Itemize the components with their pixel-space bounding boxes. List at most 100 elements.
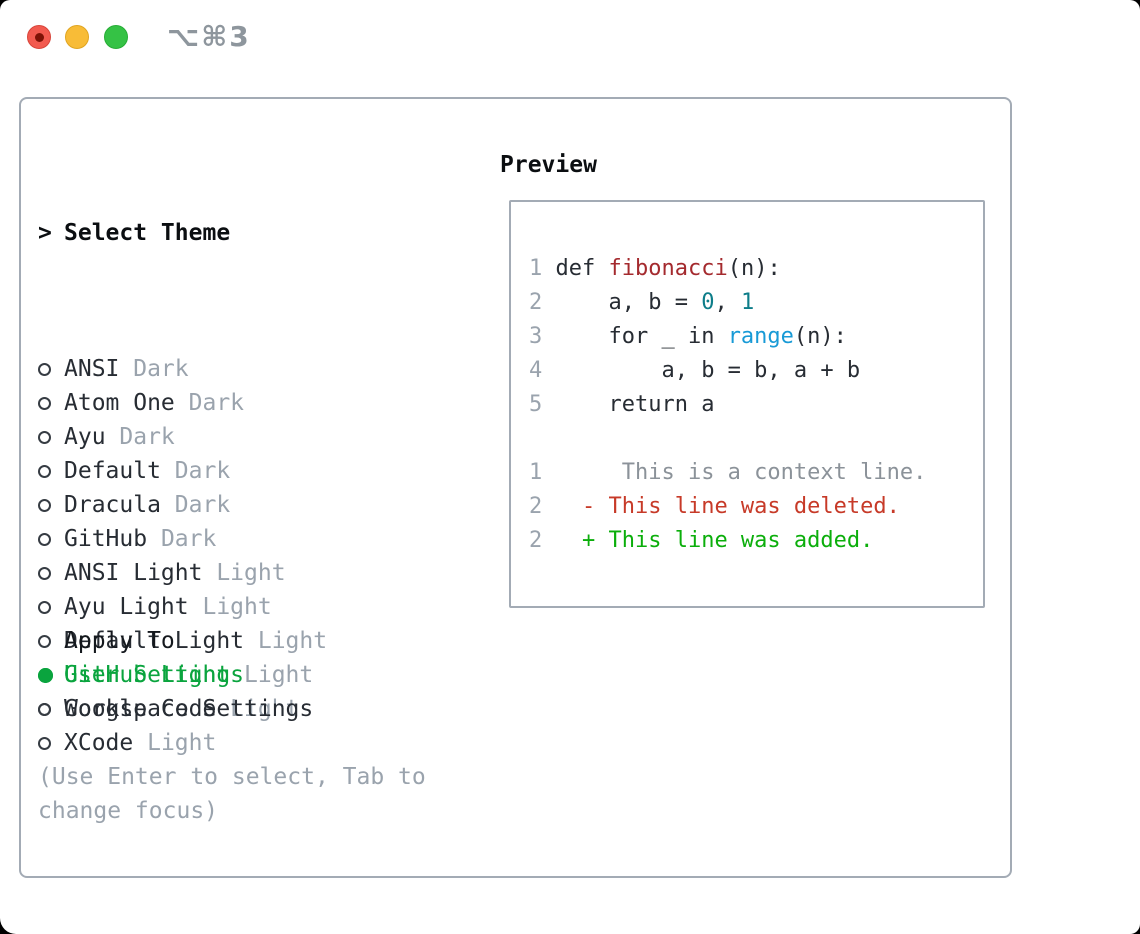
code-token-code: for _ in <box>555 324 728 349</box>
code-token-num: 0 <box>701 290 715 315</box>
radio-unselected-icon <box>38 634 51 648</box>
theme-option[interactable]: Ayu Light Light <box>38 590 327 624</box>
radio-unselected-icon <box>38 498 51 512</box>
code-token-code: return a <box>555 392 715 417</box>
radio-unselected-icon <box>38 566 51 580</box>
minimize-button[interactable] <box>65 25 89 49</box>
theme-option[interactable]: GitHub Dark <box>38 522 327 556</box>
close-button[interactable] <box>27 25 51 49</box>
theme-variant-badge: Dark <box>160 526 217 552</box>
help-text-line: change focus) <box>38 798 219 824</box>
code-token-code: def <box>555 256 609 281</box>
apply-to-option-label: User Settings <box>64 662 245 688</box>
code-token-added: + This line was added. <box>555 528 874 553</box>
code-token-builtin: range <box>727 324 794 349</box>
theme-option-label: GitHub Light <box>64 662 231 688</box>
preview-line: 1 This is a context line. <box>529 456 926 490</box>
theme-option[interactable]: Atom One Dark <box>38 386 327 420</box>
code-token-code: , <box>714 290 741 315</box>
theme-list-heading: Select Theme <box>64 220 231 246</box>
theme-option-label: XCode <box>64 730 134 756</box>
apply-to-option[interactable]: Workspace Settings <box>38 692 313 726</box>
apply-to-heading: Apply To <box>64 628 175 654</box>
theme-option[interactable]: Default Dark <box>38 454 327 488</box>
theme-variant-badge: Light <box>230 696 300 722</box>
theme-option-label: Google Code <box>64 696 217 722</box>
theme-option-label: Dracula <box>64 492 161 518</box>
preview-line: 4 a, b = b, a + b <box>529 354 926 388</box>
code-token-code: (n): <box>727 256 781 281</box>
code-token-code: a, b = <box>555 290 702 315</box>
theme-variant-badge: Dark <box>188 390 245 416</box>
line-number: 2 <box>529 494 543 519</box>
line-number: 1 <box>529 460 543 485</box>
radio-selected-icon <box>38 667 53 683</box>
theme-option-label: ANSI <box>64 356 120 382</box>
apply-to-heading-row: Apply To <box>38 624 313 658</box>
theme-variant-badge: Light <box>244 662 314 688</box>
cursor-icon: > <box>38 220 52 246</box>
radio-unselected-icon <box>38 430 51 444</box>
theme-option-label: GitHub <box>64 526 148 552</box>
preview-heading: Preview <box>500 152 597 178</box>
preview-line: 2 a, b = 0, 1 <box>529 286 926 320</box>
theme-option-label: Default <box>64 458 161 484</box>
zoom-button[interactable] <box>104 25 128 49</box>
theme-option[interactable]: ANSI Dark <box>38 352 327 386</box>
theme-variant-badge: Dark <box>133 356 189 382</box>
theme-option[interactable]: Ayu Dark <box>38 420 327 454</box>
code-token-context: This is a context line. <box>555 460 927 485</box>
radio-unselected-icon <box>38 464 51 478</box>
theme-option[interactable]: Google Code Light <box>38 692 327 726</box>
radio-unselected-icon <box>38 600 51 614</box>
theme-option-label: Ayu Light <box>64 594 189 620</box>
radio-unselected-icon <box>38 532 51 546</box>
preview-line: 5 return a <box>529 388 926 422</box>
code-token-code: (n): <box>793 324 847 349</box>
theme-variant-badge: Light <box>216 560 286 586</box>
line-number: 3 <box>529 324 543 349</box>
line-number: 2 <box>529 528 543 553</box>
radio-unselected-icon <box>38 396 51 410</box>
theme-option[interactable]: Dracula Dark <box>38 488 327 522</box>
theme-variant-badge: Dark <box>119 424 175 450</box>
line-number: 4 <box>529 358 543 383</box>
line-number: 5 <box>529 392 543 417</box>
theme-variant-badge: Light <box>202 594 272 620</box>
line-number: 1 <box>529 256 543 281</box>
theme-variant-badge: Dark <box>174 492 231 518</box>
radio-unselected-icon <box>38 702 51 716</box>
theme-list-heading-row: > Select Theme <box>38 216 327 250</box>
theme-option[interactable]: GitHub Light Light <box>38 658 327 692</box>
preview-line: 3 for _ in range(n): <box>529 320 926 354</box>
help-text: (Use Enter to select, Tab to change focus… <box>38 760 426 828</box>
code-token-deleted: - This line was deleted. <box>555 494 900 519</box>
apply-to-option-label: Workspace Settings <box>64 696 314 722</box>
radio-unselected-icon <box>38 736 51 750</box>
theme-variant-badge: Light <box>257 628 328 654</box>
preview-line: 2 + This line was added. <box>529 524 926 558</box>
code-token-num: 1 <box>740 290 755 315</box>
apply-to-option[interactable]: User Settings <box>38 658 313 692</box>
preview-line: 2 - This line was deleted. <box>529 490 926 524</box>
theme-option-label: Atom One <box>64 390 175 416</box>
theme-option-label: Ayu <box>64 424 106 450</box>
code-token-func: fibonacci <box>608 256 728 281</box>
help-text-line: (Use Enter to select, Tab to <box>38 764 426 790</box>
theme-variant-badge: Light <box>147 730 217 756</box>
preview-line: 1 def fibonacci(n): <box>529 252 926 286</box>
code-token-code: a, b = b, a + b <box>555 358 861 383</box>
theme-variant-badge: Dark <box>174 458 231 484</box>
theme-option[interactable]: XCode Light <box>38 726 327 760</box>
radio-unselected-icon <box>38 362 51 376</box>
window-shortcut-label: ⌥⌘3 <box>167 20 251 53</box>
preview-line <box>529 422 926 456</box>
unsaved-indicator-icon <box>35 33 44 42</box>
